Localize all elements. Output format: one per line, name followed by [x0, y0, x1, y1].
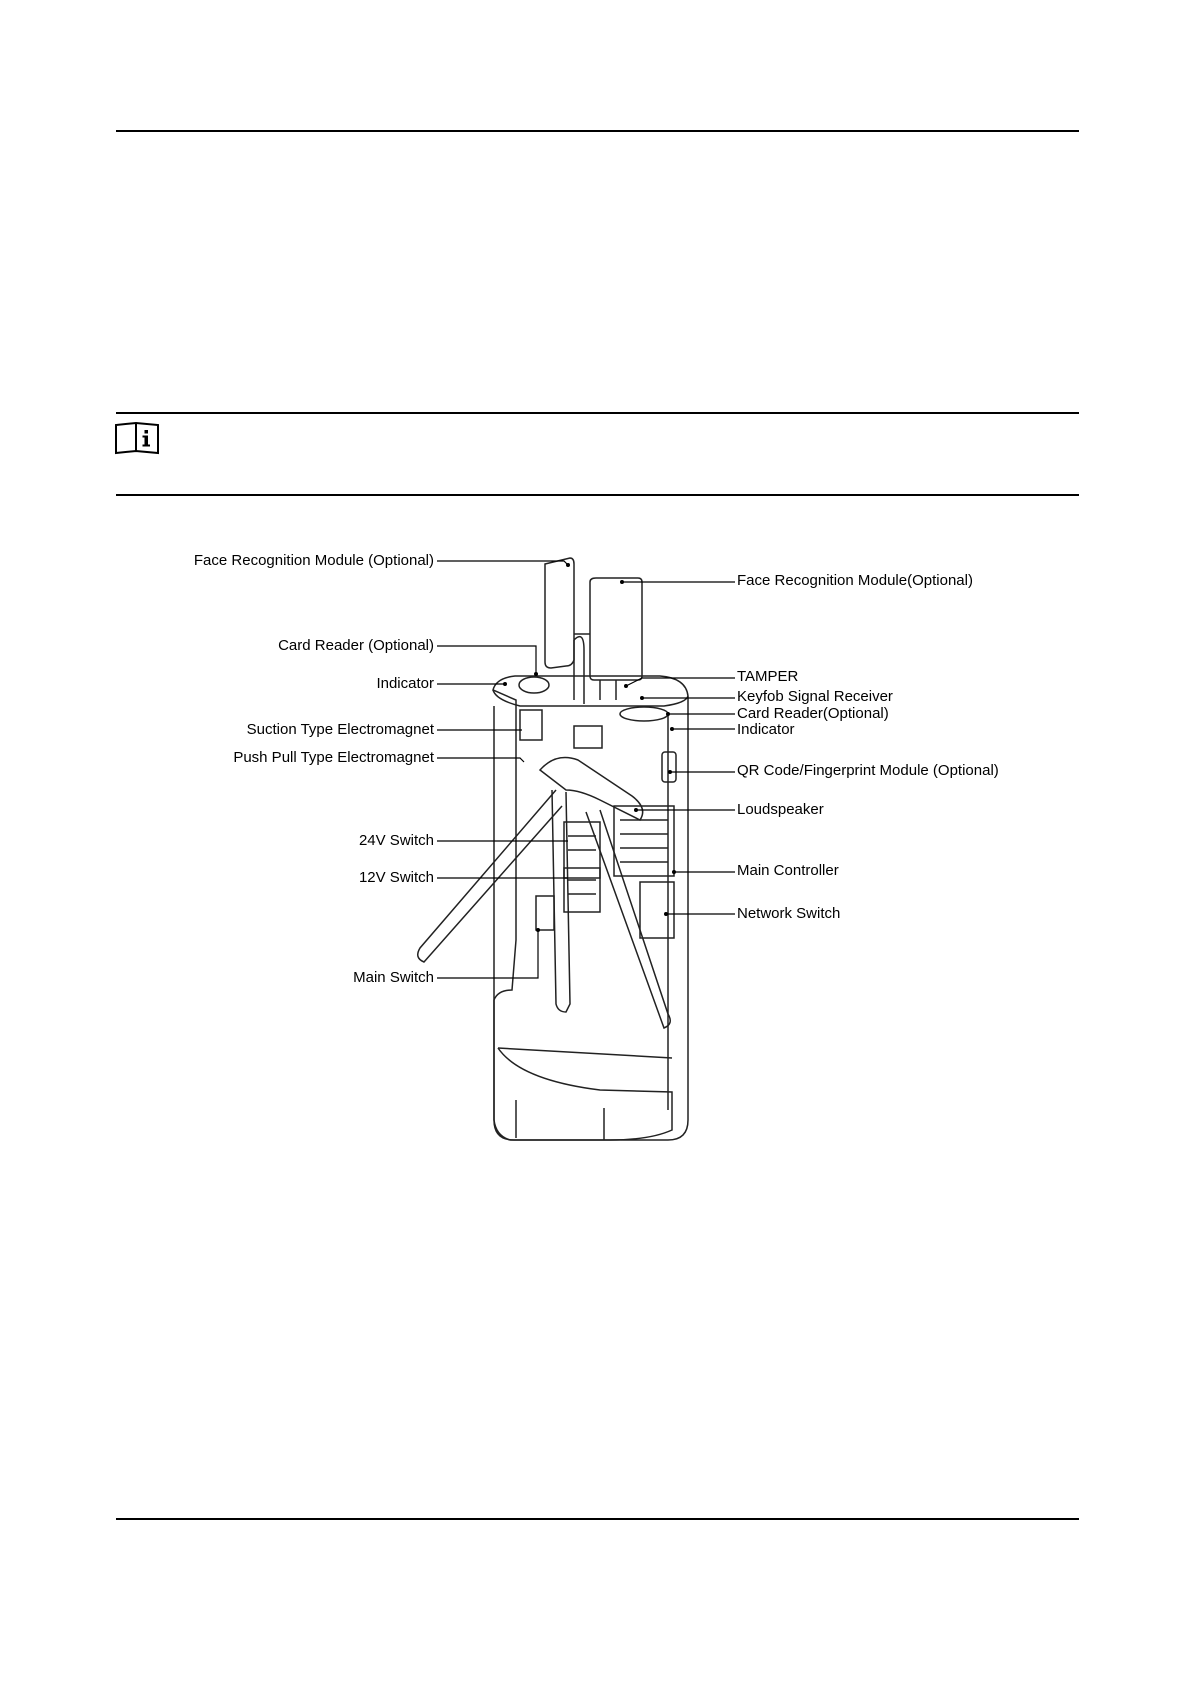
footer-rule: [116, 1518, 1079, 1520]
label-tamper: TAMPER: [737, 668, 799, 685]
label-indicator-left: Indicator: [376, 675, 434, 692]
label-card-reader-left: Card Reader (Optional): [278, 637, 434, 654]
label-face-recognition-right: Face Recognition Module(Optional): [737, 572, 973, 589]
label-card-reader-right: Card Reader(Optional): [737, 705, 889, 722]
note-bottom-rule: [116, 494, 1079, 496]
note-book-icon: [114, 421, 160, 455]
label-suction-electromagnet: Suction Type Electromagnet: [246, 721, 434, 738]
label-24v-switch: 24V Switch: [358, 832, 434, 849]
label-network-switch: Network Switch: [737, 905, 841, 922]
label-main-controller: Main Controller: [737, 862, 839, 879]
label-indicator-right: Indicator: [737, 721, 795, 738]
label-qr-fingerprint: QR Code/Fingerprint Module (Optional): [737, 762, 999, 779]
header-rule: [116, 130, 1079, 132]
label-main-switch: Main Switch: [353, 969, 434, 986]
label-keyfob-receiver: Keyfob Signal Receiver: [737, 688, 893, 705]
turnstile-drawing: [417, 557, 689, 1141]
note-top-rule: [116, 412, 1079, 414]
label-face-recognition-left: Face Recognition Module (Optional): [193, 552, 434, 569]
turnstile-diagram: Face Recognition Module (Optional) Card …: [0, 540, 1182, 1160]
label-push-pull-electromagnet: Push Pull Type Electromagnet: [233, 749, 434, 766]
label-loudspeaker: Loudspeaker: [737, 801, 824, 818]
leader-lines: [437, 560, 735, 979]
label-12v-switch: 12V Switch: [358, 869, 434, 886]
